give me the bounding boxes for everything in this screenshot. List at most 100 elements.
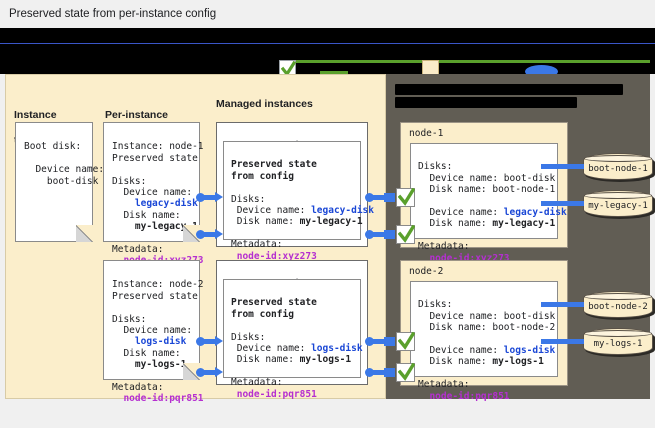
heading-right-panel-redacted xyxy=(395,84,623,110)
connector-arrow-pic1-meta xyxy=(215,229,223,239)
connector-dot-pic2-disk xyxy=(196,337,205,346)
n2-extra-disk-value: my-logs-1 xyxy=(492,356,544,368)
node-2-label: node-2 xyxy=(409,266,444,277)
pic2-metadata-value: node-id:pqr851 xyxy=(112,393,204,405)
pic2-device-name-value: logs-disk xyxy=(112,336,187,348)
connector-dot-mi1-meta xyxy=(365,230,374,239)
mi1-metadata-label: Metadata: xyxy=(231,239,283,251)
n1-disks-label: Disks: xyxy=(418,161,453,173)
n2-metadata-value: node-id:pqr851 xyxy=(418,390,510,402)
n1-boot-disk: Disk name: boot-node-1 xyxy=(418,184,556,196)
disk-my-logs-1-label: my-logs-1 xyxy=(593,338,643,349)
n1-extra-device-value: legacy-disk xyxy=(503,207,567,219)
mi1-preserved-l1: Preserved state xyxy=(231,159,317,171)
pic2-device-name-label: Device name: xyxy=(112,325,193,337)
legend-item-ellipse xyxy=(525,62,592,74)
disk-my-legacy-1-label: my-legacy-1 xyxy=(588,200,648,211)
disk-boot-node-2-label: boot-node-2 xyxy=(588,301,648,312)
n2-extra-device-label: Device name: xyxy=(418,345,504,357)
pic2-disks-label: Disks: xyxy=(112,313,147,325)
n1-boot-device: Device name: boot-disk xyxy=(418,172,556,184)
legend-band xyxy=(0,28,655,74)
connector-dot-pic1-disk xyxy=(196,193,205,202)
pic2-instance-line: Instance: node-2 xyxy=(112,279,204,291)
pic1-disk-name-label: Disk name: xyxy=(112,209,181,221)
green-line-icon xyxy=(320,71,348,74)
connector-square-mi1-meta xyxy=(384,230,395,239)
legend-hairline xyxy=(0,43,655,44)
legend-label-check-redacted xyxy=(300,63,396,73)
connector-arrow-pic1-disk xyxy=(215,192,223,202)
card-fold-corner xyxy=(183,225,200,242)
instance-template-card: Boot disk: Device name: boot-disk xyxy=(15,122,104,242)
connector-line-node2-bootdisk xyxy=(541,302,584,307)
managed-instance-preserved-node-2: Preserved state from config Disks: Devic… xyxy=(223,279,363,400)
pic2-preserved-line: Preserved state xyxy=(112,290,198,302)
pic2-disk-name-label: Disk name: xyxy=(112,347,181,359)
pic1-device-name-label: Device name: xyxy=(112,187,193,199)
page-title: Preserved state from per-instance config xyxy=(0,0,655,28)
cream-square-icon xyxy=(422,59,439,74)
connector-line-pic1-disk xyxy=(203,195,217,200)
n1-extra-disk-value: my-legacy-1 xyxy=(492,218,556,230)
legend-label-square-redacted xyxy=(443,63,509,73)
disk-boot-node-1-label: boot-node-1 xyxy=(588,163,648,174)
disk-my-logs-1: my-logs-1 xyxy=(583,328,653,355)
mi1-device-name-label: Device name: xyxy=(231,205,312,217)
n1-extra-disk-label: Disk name: xyxy=(418,218,493,230)
mi2-disk-name-label: Disk name: xyxy=(231,354,300,366)
mi2-preserved-l2: from config xyxy=(231,308,294,320)
connector-line-node2-extradisk xyxy=(541,339,584,344)
card-fold-corner xyxy=(76,225,93,242)
check-icon-node-1-disk xyxy=(396,188,415,207)
connector-line-pic2-disk xyxy=(203,339,217,344)
disk-boot-node-2: boot-node-2 xyxy=(583,291,653,318)
mi2-disk-name-value: my-logs-1 xyxy=(299,354,352,366)
pic2-metadata-label: Metadata: xyxy=(112,382,164,394)
mi1-preserved-l2: from config xyxy=(231,170,294,182)
disk-boot-node-1: boot-node-1 xyxy=(583,153,653,180)
pic2-disk-name-value: my-logs-1 xyxy=(112,359,187,371)
connector-line-pic2-meta xyxy=(203,370,217,375)
card-fold-corner xyxy=(183,363,200,380)
pic1-preserved-line: Preserved state xyxy=(112,152,198,164)
node-2-details: Disks: Device name: boot-disk Disk name:… xyxy=(410,281,558,402)
check-icon-node-1-meta xyxy=(396,225,415,244)
connector-dot-pic2-meta xyxy=(196,368,205,377)
connector-line-mi1-meta xyxy=(372,232,384,237)
redact-bar-2 xyxy=(395,97,577,108)
n1-metadata-label: Metadata: xyxy=(418,241,470,253)
pic1-disks-label: Disks: xyxy=(112,175,147,187)
n1-extra-device-label: Device name: xyxy=(418,207,504,219)
pic1-instance-line: Instance: node-1 xyxy=(112,141,204,153)
n2-disks-label: Disks: xyxy=(418,299,453,311)
connector-line-mi1-disk xyxy=(372,195,384,200)
connector-line-node1-bootdisk xyxy=(541,164,584,169)
pic1-device-name-value: legacy-disk xyxy=(112,198,198,210)
heading-managed-instances-l1: Managed instances xyxy=(216,97,313,110)
legend-item-square xyxy=(422,59,509,74)
connector-line-mi2-disk xyxy=(372,339,384,344)
connector-dot-mi2-disk xyxy=(365,337,374,346)
node-1-label: node-1 xyxy=(409,128,444,139)
per-instance-config-card-node-1: Instance: node-1 Preserved state Disks: … xyxy=(103,122,204,266)
connector-dot-mi2-meta xyxy=(365,368,374,377)
mi2-device-name-value: logs-disk xyxy=(311,343,363,355)
check-icon-node-2-meta xyxy=(396,363,415,382)
heading-per-instance-configs-l1: Per-instance xyxy=(105,108,169,121)
mi2-device-name-label: Device name: xyxy=(231,343,312,355)
mi1-disk-name-value: my-legacy-1 xyxy=(299,216,363,228)
connector-arrow-pic2-meta xyxy=(215,367,223,377)
n1-metadata-value: node-id:xyz273 xyxy=(418,252,510,264)
connector-line-mi2-meta xyxy=(372,370,384,375)
mi1-disk-name-label: Disk name: xyxy=(231,216,300,228)
legend-green-rule xyxy=(288,60,650,63)
connector-square-mi2-meta xyxy=(384,368,395,377)
managed-instance-preserved-node-1: Preserved state from config Disks: Devic… xyxy=(223,141,374,262)
caption-text: Preserved state from per-instance config xyxy=(9,8,217,20)
blue-ellipse-icon xyxy=(525,64,558,74)
per-instance-config-card-node-2: Instance: node-2 Preserved state Disks: … xyxy=(103,260,204,404)
mi1-device-name-value: legacy-disk xyxy=(311,205,374,217)
instance-template-line-2: Device name: xyxy=(35,164,105,176)
connector-dot-pic1-meta xyxy=(196,230,205,239)
